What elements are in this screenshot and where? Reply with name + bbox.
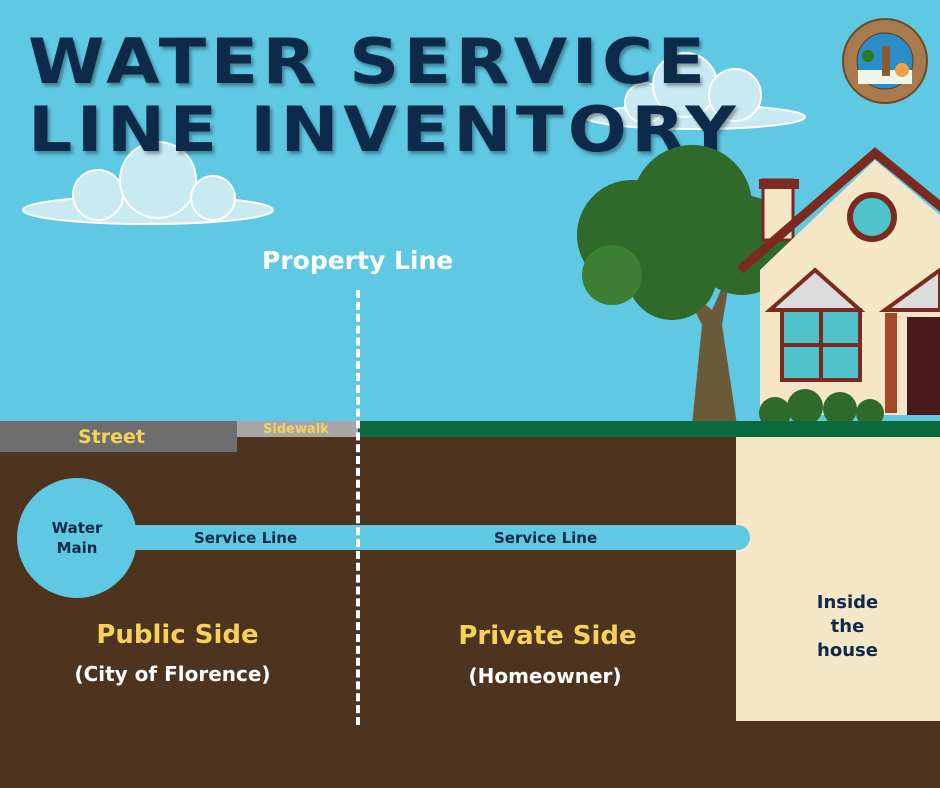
property-line-label: Property Line — [262, 246, 454, 275]
grass-strip — [358, 421, 940, 437]
private-owner-label: (Homeowner) — [468, 664, 622, 688]
private-side-label: Private Side — [458, 621, 637, 651]
public-owner-label: (City of Florence) — [74, 662, 271, 686]
property-line-divider — [356, 290, 360, 725]
street-label: Street — [78, 426, 145, 448]
public-side-label: Public Side — [96, 620, 259, 650]
service-line-public-label: Service Line — [194, 529, 298, 547]
title-line-1: WATER SERVICE — [28, 25, 710, 98]
service-line-pipe — [90, 525, 750, 550]
street-area — [0, 421, 237, 452]
sidewalk-area — [237, 421, 358, 437]
house-interior-area — [736, 437, 940, 721]
service-line-private-label: Service Line — [494, 529, 598, 547]
cloud-left — [22, 141, 274, 225]
title-line-2: LINE INVENTORY — [28, 93, 741, 166]
tree-illustration — [577, 145, 792, 425]
page-title: WATER SERVICE LINE INVENTORY — [28, 28, 740, 164]
inside-house-label: Inside the house — [816, 592, 879, 661]
water-main-label: Water Main — [51, 519, 103, 557]
water-main-circle — [17, 478, 137, 598]
city-seal-logo — [842, 18, 928, 104]
sidewalk-label: Sidewalk — [263, 422, 329, 437]
house-illustration — [737, 147, 940, 425]
cloud-right — [585, 52, 806, 130]
